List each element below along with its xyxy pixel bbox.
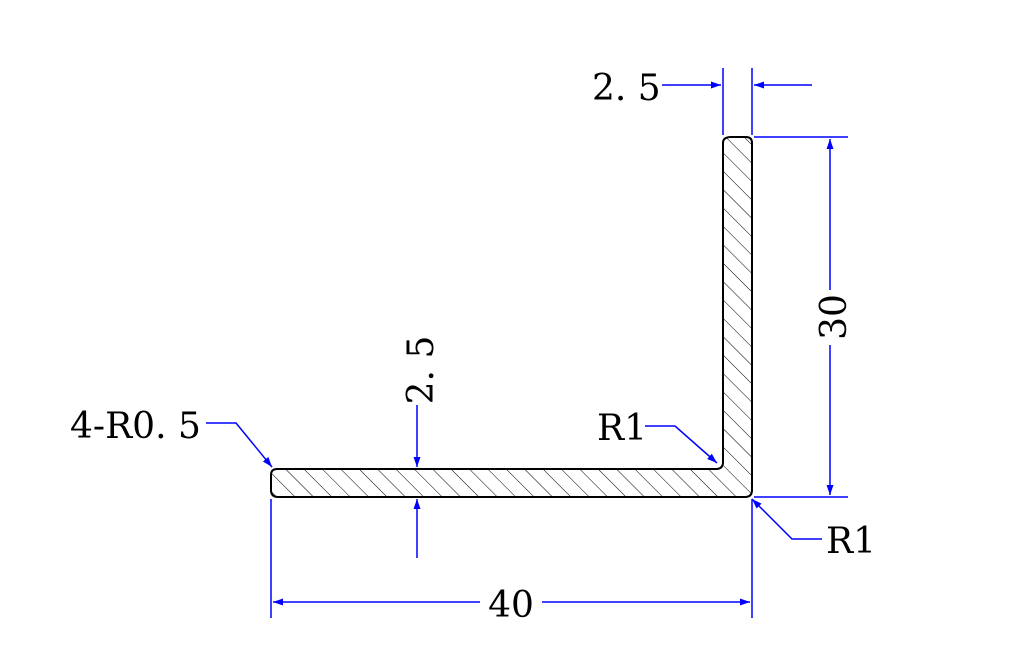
- inner-radius-leader: [645, 425, 718, 464]
- leg-height-label: 30: [814, 294, 855, 340]
- base-width-label: 40: [488, 585, 534, 626]
- outer-radius-label: R1: [826, 521, 876, 562]
- base-width-dimension: [270, 499, 753, 618]
- outer-radius-leader: [751, 498, 822, 540]
- leg-height-dimension: [754, 136, 848, 498]
- corner-radii-label: 4-R0. 5: [70, 406, 201, 447]
- top-thickness-dimension: [662, 68, 812, 135]
- corner-radii-leader: [206, 422, 273, 468]
- profile-section: [270, 136, 753, 498]
- top-thickness-label: 2. 5: [592, 68, 661, 109]
- inner-radius-label: R1: [597, 408, 647, 449]
- bottom-thickness-label: 2. 5: [401, 336, 442, 405]
